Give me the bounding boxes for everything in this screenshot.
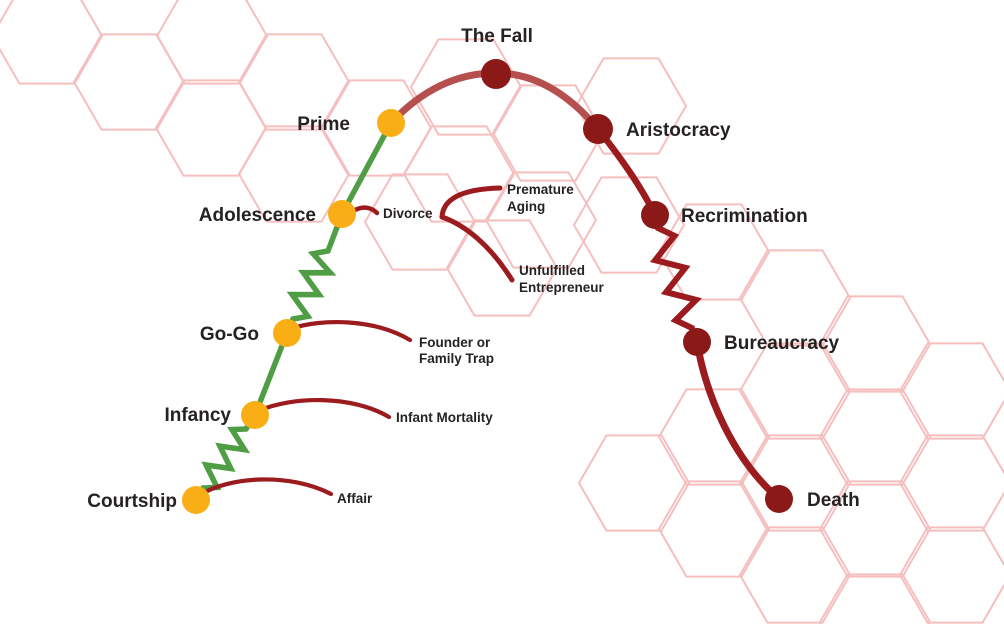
hexagon (738, 526, 852, 624)
stage-label-aristocracy: Aristocracy (626, 120, 731, 141)
hexagon (237, 125, 351, 223)
risk-curve-founder-or-family-trap (287, 319, 413, 343)
stage-label-courtship: Courtship (87, 491, 177, 512)
risk-curve-affair (197, 477, 334, 498)
hexagon (898, 342, 1004, 440)
decline-path-bureaucracy-death (693, 338, 783, 503)
hexagon (572, 176, 686, 274)
hexagon (154, 79, 268, 177)
stage-label-adolescence: Adolescence (199, 205, 316, 226)
risk-label-founder-or-family-trap: Founder or (419, 335, 491, 350)
stage-dot-go-go (273, 319, 301, 347)
hexagon (0, 0, 104, 85)
hexagon (657, 480, 771, 578)
stage-label-the-fall: The Fall (461, 26, 533, 47)
stage-dot-death (765, 485, 793, 513)
stage-label-prime: Prime (297, 114, 350, 135)
stage-dot-adolescence (328, 200, 356, 228)
risk-curve-premature-aging (439, 185, 503, 220)
risk-curves (197, 185, 515, 498)
stage-label-infancy: Infancy (164, 405, 231, 426)
hexagon (657, 388, 771, 486)
hexagon (155, 0, 269, 85)
stage-labels: Courtship Infancy Go-Go Adolescence Prime The… (87, 26, 860, 512)
hexagon (738, 342, 852, 440)
stage-dot-aristocracy (583, 114, 613, 144)
decline-zigzag-recrimination-bureaucracy (649, 212, 702, 345)
hexagon (574, 57, 688, 155)
stage-label-bureaucracy: Bureaucracy (724, 333, 840, 354)
risk-curve-divorce (352, 205, 380, 216)
hexagon (898, 434, 1004, 532)
stage-dots (182, 59, 793, 514)
stage-dot-bureaucracy (683, 328, 711, 356)
hexagon (738, 434, 852, 532)
risk-label-unfulfilled-entrepreneur: Unfulfilled (519, 263, 585, 278)
hexagon (237, 33, 351, 131)
hexagon (445, 219, 559, 317)
hexagon (818, 388, 932, 486)
risk-label-affair: Affair (337, 491, 373, 506)
decline-path-aristocracy-recrimination (594, 125, 659, 219)
risk-label-divorce: Divorce (383, 206, 433, 221)
stage-dot-the-fall (481, 59, 511, 89)
stage-label-recrimination: Recrimination (681, 206, 808, 227)
hexagon (898, 526, 1004, 624)
hexagon (363, 173, 477, 271)
risk-label-premature-aging: Premature (507, 182, 574, 197)
hexagon (818, 480, 932, 578)
hexagon (484, 171, 598, 269)
hexagon (577, 434, 691, 532)
hexagon (738, 249, 852, 347)
risk-label-infant-mortality: Infant Mortality (396, 410, 493, 425)
hexagon (72, 33, 186, 131)
growth-zigzag-gogo-adolescence (284, 120, 394, 336)
stage-dot-prime (377, 109, 405, 137)
stage-dot-courtship (182, 486, 210, 514)
stage-dot-infancy (241, 401, 269, 429)
hexagon (402, 125, 516, 223)
stage-dot-recrimination (641, 201, 669, 229)
stage-label-go-go: Go-Go (200, 324, 259, 345)
hexagon (409, 38, 523, 136)
risk-label-premature-aging: Aging (507, 199, 545, 214)
risk-label-unfulfilled-entrepreneur: Entrepreneur (519, 280, 605, 295)
risk-curve-infant-mortality (255, 398, 392, 420)
risk-curve-unfulfilled-entrepreneur (439, 214, 515, 283)
stage-label-death: Death (807, 490, 860, 511)
risk-label-founder-or-family-trap: Family Trap (419, 351, 494, 366)
